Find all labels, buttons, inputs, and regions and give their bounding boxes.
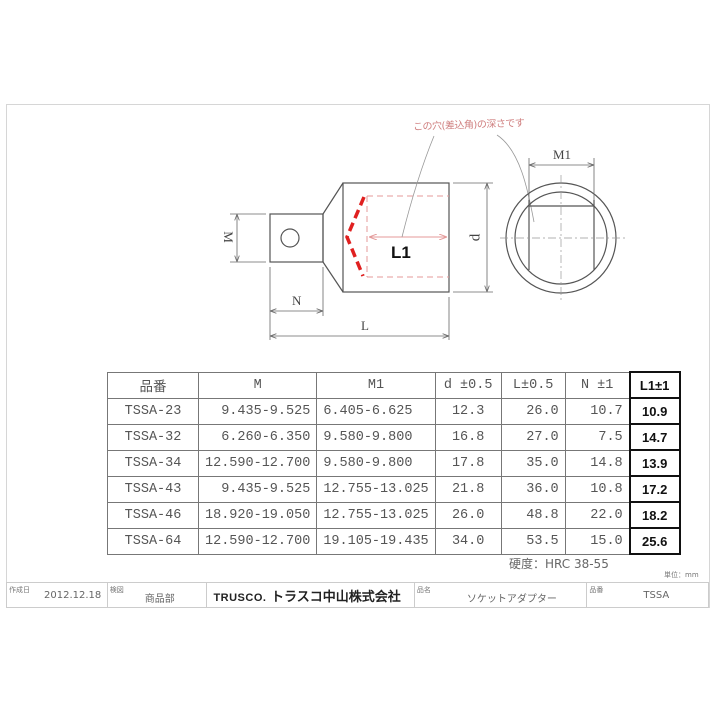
part-no-label: 品番 — [589, 586, 604, 594]
cell-l1: 18.2 — [628, 501, 681, 529]
cell-d: 16.8 — [434, 423, 502, 451]
table-row: TSSA-64 12.590-12.700 19.105-19.435 34.0… — [107, 527, 681, 555]
cell-n: 15.0 — [564, 527, 631, 555]
checked-value: 商品部 — [144, 594, 175, 605]
company-name: トラスコ中山株式会社 — [270, 590, 401, 605]
table-row: TSSA-46 18.920-19.050 12.755-13.025 26.0… — [107, 501, 681, 529]
cell-m: 6.260-6.350 — [197, 423, 318, 451]
title-block: 作成日 2012.12.18 検図 商品部 TRUSCO. トラスコ中山株式会社… — [6, 582, 709, 608]
cell-l: 26.0 — [500, 397, 566, 425]
cell-m: 9.435-9.525 — [197, 475, 318, 503]
hidden-hole — [366, 195, 449, 278]
created-cell: 作成日 2012.12.18 — [7, 583, 108, 607]
product-name-label: 品名 — [416, 586, 431, 594]
cell-d: 17.8 — [434, 449, 502, 477]
l1-label: L1 — [391, 243, 411, 262]
header-part: 品番 — [107, 371, 199, 399]
cell-l: 53.5 — [500, 527, 566, 555]
side-view — [269, 182, 450, 293]
leader-line-1 — [401, 135, 435, 238]
cell-m1: 9.580-9.800 — [316, 423, 436, 451]
part-no-cell: 品番 TSSA — [587, 583, 708, 607]
cell-part: TSSA-46 — [107, 501, 199, 529]
trusco-logo: TRUSCO. — [213, 592, 267, 604]
header-d: d ±0.5 — [434, 371, 502, 399]
d-label: d — [467, 233, 484, 242]
n-label: N — [292, 293, 302, 308]
cell-m: 12.590-12.700 — [197, 449, 318, 477]
cell-n: 7.5 — [564, 423, 631, 451]
m1-label: M1 — [553, 147, 572, 162]
cell-d: 34.0 — [434, 527, 502, 555]
detent-hole — [280, 228, 300, 248]
cell-n: 22.0 — [564, 501, 631, 529]
cell-m1: 19.105-19.435 — [316, 527, 436, 555]
hardness-note: 硬度：HRC 38-55 — [509, 557, 609, 571]
drill-point-red — [345, 196, 366, 277]
cell-part: TSSA-64 — [107, 527, 199, 555]
cell-l1: 14.7 — [628, 423, 681, 451]
m-label: M — [220, 231, 236, 243]
cell-m1: 12.755-13.025 — [316, 501, 436, 529]
spec-table: 品番 M M1 d ±0.5 L±0.5 N ±1 L1±1 TSSA-23 9… — [107, 371, 681, 555]
cell-l1: 13.9 — [628, 449, 681, 477]
cell-m1: 9.580-9.800 — [316, 449, 436, 477]
leader-line-2 — [496, 134, 535, 223]
cell-l1: 25.6 — [628, 527, 681, 555]
table-row: TSSA-43 9.435-9.525 12.755-13.025 21.8 3… — [107, 475, 681, 503]
unit-note: 単位：mm — [664, 571, 699, 579]
created-label: 作成日 — [9, 586, 30, 594]
header-m1: M1 — [316, 371, 436, 399]
table-row: TSSA-23 9.435-9.525 6.405-6.625 12.3 26.… — [107, 397, 681, 425]
cell-l: 36.0 — [500, 475, 566, 503]
cell-n: 10.7 — [564, 397, 631, 425]
table-row: TSSA-32 6.260-6.350 9.580-9.800 16.8 27.… — [107, 423, 681, 451]
cell-m: 9.435-9.525 — [197, 397, 318, 425]
cell-part: TSSA-23 — [107, 397, 199, 425]
cell-d: 21.8 — [434, 475, 502, 503]
cell-d: 26.0 — [434, 501, 502, 529]
header-l: L±0.5 — [500, 371, 566, 399]
checked-cell: 検図 商品部 — [108, 583, 208, 607]
company-brand: TRUSCO. トラスコ中山株式会社 — [213, 586, 400, 605]
l-label: L — [361, 318, 369, 333]
cell-n: 14.8 — [564, 449, 631, 477]
socket-body — [342, 182, 450, 293]
cell-m: 18.920-19.050 — [197, 501, 318, 529]
table-row: TSSA-34 12.590-12.700 9.580-9.800 17.8 3… — [107, 449, 681, 477]
header-l1: L1±1 — [628, 371, 681, 399]
product-name-value: ソケットアダプター — [466, 594, 557, 605]
cell-part: TSSA-32 — [107, 423, 199, 451]
cell-m1: 12.755-13.025 — [316, 475, 436, 503]
cell-l1: 17.2 — [628, 475, 681, 503]
cell-m: 12.590-12.700 — [197, 527, 318, 555]
part-no-value: TSSA — [643, 590, 670, 601]
cell-m1: 6.405-6.625 — [316, 397, 436, 425]
cell-part: TSSA-43 — [107, 475, 199, 503]
square-drive — [269, 213, 324, 263]
cell-d: 12.3 — [434, 397, 502, 425]
cell-n: 10.8 — [564, 475, 631, 503]
company-cell: TRUSCO. トラスコ中山株式会社 — [207, 583, 415, 607]
cell-l: 35.0 — [500, 449, 566, 477]
created-value: 2012.12.18 — [44, 590, 102, 601]
checked-label: 検図 — [109, 586, 124, 594]
header-n: N ±1 — [564, 371, 631, 399]
cell-l: 48.8 — [500, 501, 566, 529]
product-name-cell: 品名 ソケットアダプター — [415, 583, 588, 607]
header-m: M — [197, 371, 318, 399]
cell-l1: 10.9 — [628, 397, 681, 425]
cell-part: TSSA-34 — [107, 449, 199, 477]
cell-l: 27.0 — [500, 423, 566, 451]
table-header-row: 品番 M M1 d ±0.5 L±0.5 N ±1 L1±1 — [107, 371, 681, 399]
